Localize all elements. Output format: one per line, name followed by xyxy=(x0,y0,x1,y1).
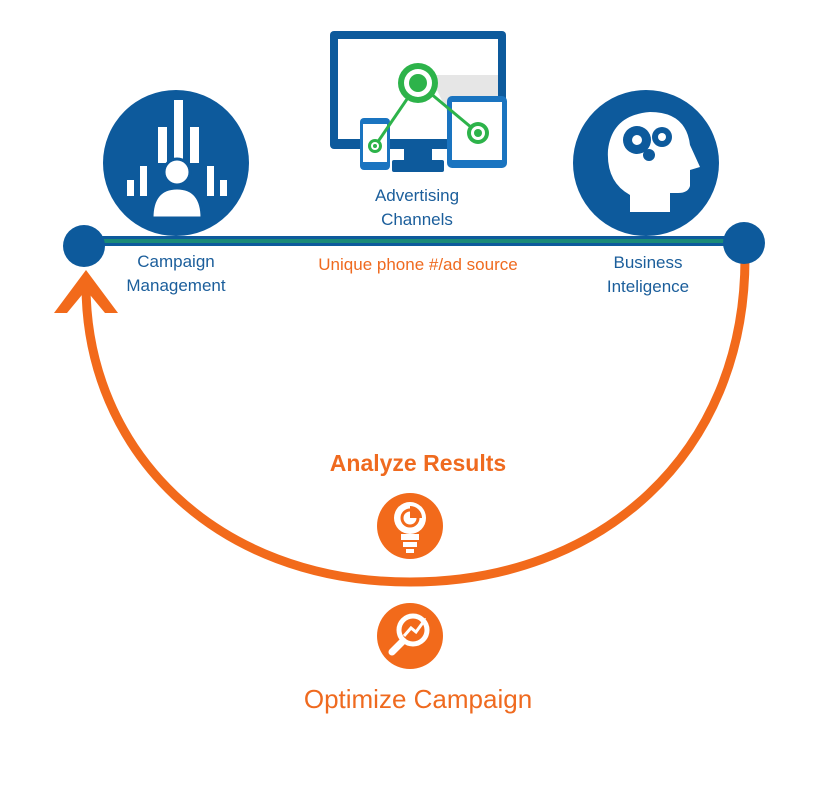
business-intelligence-icon xyxy=(573,90,719,236)
feedback-loop-arrow xyxy=(54,253,750,587)
advertising-label-line1: Advertising xyxy=(374,186,460,205)
advertising-label-line2: Channels xyxy=(381,210,453,229)
advertising-channels-icon xyxy=(330,31,507,172)
campaign-management-label: Campaign Management xyxy=(96,250,256,298)
business-label-line1: Business xyxy=(613,253,683,272)
arrowhead-icon xyxy=(54,270,118,313)
optimize-campaign-label: Optimize Campaign xyxy=(303,684,533,714)
business-label-line2: Inteligence xyxy=(606,277,690,296)
connector-label: Unique phone #/ad source xyxy=(318,255,518,274)
analyze-results-label: Analyze Results xyxy=(329,450,507,476)
start-node-dot xyxy=(63,225,105,267)
campaign-label-line1: Campaign xyxy=(137,252,215,271)
campaign-label-line2: Management xyxy=(126,276,226,295)
advertising-channels-label: Advertising Channels xyxy=(337,184,497,232)
optimize-campaign-icon xyxy=(377,603,443,669)
end-node-dot xyxy=(723,222,765,264)
analyze-results-icon xyxy=(377,493,443,559)
campaign-management-icon xyxy=(103,90,249,236)
connector-line xyxy=(84,236,744,246)
business-intelligence-label: Business Inteligence xyxy=(568,251,728,299)
